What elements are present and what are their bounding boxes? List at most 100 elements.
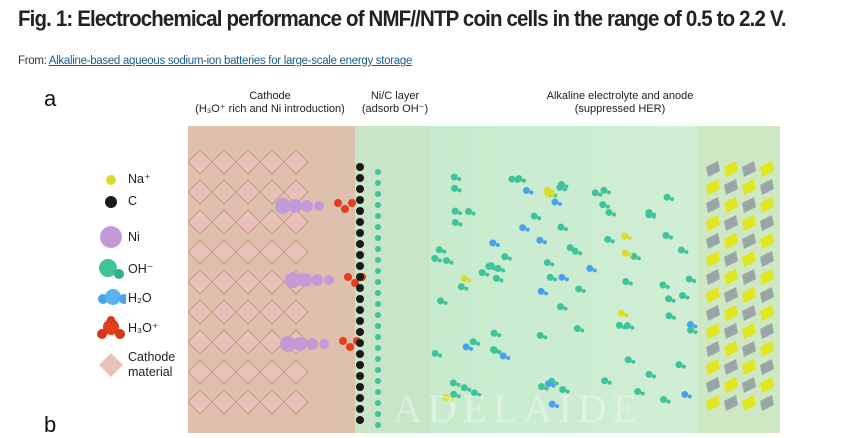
carbon-atom xyxy=(356,273,364,281)
electrolyte-molecule xyxy=(645,370,653,378)
electrolyte-molecule xyxy=(566,244,574,252)
electrolyte-molecule xyxy=(462,343,470,351)
legend-h3o: H₃O⁺ xyxy=(96,316,158,340)
hydroxide-molecule xyxy=(375,400,381,406)
nickel-atom xyxy=(280,336,296,352)
legend-ni: Ni xyxy=(96,225,140,249)
hydroxide-molecule xyxy=(375,345,381,351)
carbon-atom xyxy=(356,394,364,402)
cathode-crystal xyxy=(259,239,285,265)
electrolyte-molecule xyxy=(442,393,450,401)
hydronium-molecule xyxy=(334,199,342,207)
hydroxide-molecule xyxy=(375,323,381,329)
electrolyte-molecule xyxy=(537,216,542,221)
cathode-crystal xyxy=(211,209,237,235)
anode-crystal xyxy=(742,377,756,393)
electrolyte-molecule xyxy=(693,324,698,329)
electrolyte-molecule xyxy=(578,251,583,256)
from-prefix: From: xyxy=(18,55,49,67)
cathode-crystal xyxy=(283,149,309,175)
electrolyte-molecule xyxy=(666,399,671,404)
nic-layer-region xyxy=(355,126,430,433)
cathode-crystal xyxy=(211,389,237,415)
anode-crystal xyxy=(742,179,756,195)
electrolyte-molecule xyxy=(438,353,443,358)
anode-crystal xyxy=(706,395,720,411)
electrolyte-molecule xyxy=(634,388,642,396)
carbon-atom xyxy=(356,185,364,193)
anode-crystal xyxy=(760,377,774,393)
battery-schematic: ADELAIDE xyxy=(188,126,780,433)
electrolyte-molecule xyxy=(494,265,499,270)
electrolyte-molecule xyxy=(611,212,616,217)
electrolyte-molecule xyxy=(662,231,670,239)
electrolyte-molecule xyxy=(605,204,610,209)
electrolyte-molecule xyxy=(458,222,463,227)
hydroxide-molecule xyxy=(375,356,381,362)
article-link[interactable]: Alkaline-based aqueous sodium-ion batter… xyxy=(48,55,413,67)
cathode-crystal xyxy=(259,299,285,325)
electrolyte-molecule xyxy=(651,374,656,379)
anode-crystal xyxy=(706,179,720,195)
anode-crystal xyxy=(760,323,774,339)
carbon-atom xyxy=(356,372,364,380)
hydroxide-molecule xyxy=(375,422,381,428)
electrolyte-molecule xyxy=(671,298,676,303)
anode-crystal xyxy=(724,323,738,339)
cathode-crystals xyxy=(188,149,366,415)
electrolyte-molecule xyxy=(449,260,454,265)
anode-crystal xyxy=(742,215,756,231)
carbon-atom xyxy=(356,163,364,171)
cathode-header-line2: (H₃O⁺ rich and Ni introduction) xyxy=(195,103,345,115)
anode-crystal xyxy=(706,215,720,231)
anode-crystal xyxy=(706,233,720,249)
legend-label: OH⁻ xyxy=(128,261,154,276)
anode-crystal xyxy=(760,269,774,285)
electrolyte-header-line2: (suppressed HER) xyxy=(574,103,666,115)
nickel-atom xyxy=(285,272,301,288)
cathode-crystal xyxy=(211,149,237,175)
electrolyte-molecule xyxy=(610,239,615,244)
electrolyte-molecule xyxy=(536,331,544,339)
electrolyte-molecule xyxy=(605,208,613,216)
electrolyte-molecule xyxy=(451,207,459,215)
nickel-atom xyxy=(324,275,334,285)
carbon-atom xyxy=(356,350,364,358)
hydroxide-molecule-icon xyxy=(96,258,126,280)
electrolyte-molecule xyxy=(543,335,548,340)
anode-crystal xyxy=(742,251,756,267)
electrolyte-molecule xyxy=(548,400,556,408)
electrolyte-molecule xyxy=(465,208,473,215)
carbon-atom xyxy=(356,174,364,182)
hydroxide-molecule xyxy=(375,367,381,373)
electrolyte-molecule xyxy=(457,188,462,193)
electrolyte-molecule xyxy=(640,391,645,396)
water-molecule-icon xyxy=(96,288,126,308)
electrolyte-molecule xyxy=(496,349,501,354)
cathode-crystal xyxy=(259,359,285,385)
electrolyte-molecule xyxy=(631,359,636,364)
anode-crystal xyxy=(724,305,738,321)
electrolyte-molecule xyxy=(537,287,545,295)
anode-crystal xyxy=(724,287,738,303)
electrolyte-molecule xyxy=(665,295,673,303)
electrolyte-molecule xyxy=(573,247,578,252)
anode-crystal xyxy=(706,323,720,339)
electrolyte-molecule xyxy=(456,382,461,387)
figure-title: Fig. 1: Electrochemical performance of N… xyxy=(18,6,787,31)
electrolyte-molecule xyxy=(554,381,559,386)
electrolyte-molecule xyxy=(681,390,689,398)
cathode-crystal xyxy=(188,359,213,385)
hydroxide-molecule xyxy=(375,257,381,263)
electrolyte-molecule xyxy=(457,283,465,291)
anode-crystal xyxy=(760,305,774,321)
cathode-crystal xyxy=(283,389,309,415)
electrolyte-molecule xyxy=(606,190,611,195)
electrolyte-molecule xyxy=(555,404,560,409)
hydroxide-molecule xyxy=(375,312,381,318)
hydroxide-molecule xyxy=(375,334,381,340)
electrolyte-molecule xyxy=(492,274,500,282)
electrolyte-molecule xyxy=(464,286,469,291)
figure-source: From: Alkaline-based aqueous sodium-ion … xyxy=(18,55,412,67)
anode-crystal xyxy=(706,287,720,303)
